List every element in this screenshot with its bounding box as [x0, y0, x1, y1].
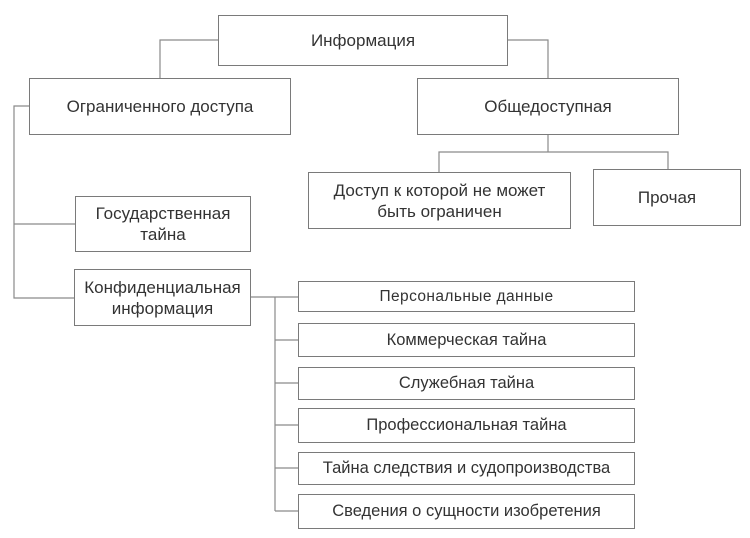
node-confidential: Конфиденциальная информация [74, 269, 251, 326]
node-professional-secret-label: Профессиональная тайна [366, 416, 567, 434]
node-commercial-secret-label: Коммерческая тайна [386, 330, 547, 349]
node-unrestrictable: Доступ к которой не может быть ограничен [308, 172, 571, 229]
node-commercial-secret: Коммерческая тайна [298, 323, 635, 357]
node-state-secret: Государственная тайна [75, 196, 251, 252]
node-other: Прочая [593, 169, 741, 226]
node-professional-secret: Профессиональная тайна [298, 408, 635, 443]
node-information: Информация [218, 15, 508, 66]
node-public-label: Общедоступная [484, 97, 612, 116]
node-other-label: Прочая [637, 188, 697, 207]
node-state-secret-label: Государственная тайна [95, 204, 231, 244]
node-personal-data-label: Персональные данные [379, 288, 554, 305]
connector-restricted-spine [13, 105, 75, 299]
node-personal-data: Персональные данные [298, 281, 635, 312]
connector-root-restricted [159, 39, 218, 78]
node-confidential-label: Конфиденциальная информация [84, 277, 241, 318]
node-restricted-access: Ограниченного доступа [29, 78, 291, 135]
node-official-secret: Служебная тайна [298, 367, 635, 400]
connector-public-left [438, 151, 548, 173]
node-restricted-access-label: Ограниченного доступа [66, 97, 254, 116]
node-invention-info-label: Сведения о сущности изобретения [332, 502, 601, 520]
node-public: Общедоступная [417, 78, 679, 135]
connector-public-right [548, 151, 669, 170]
node-information-label: Информация [310, 31, 416, 50]
node-investigation-secret: Тайна следствия и судопроизводства [298, 452, 635, 485]
node-unrestrictable-label: Доступ к которой не может быть ограничен [333, 180, 546, 221]
node-investigation-secret-label: Тайна следствия и судопроизводства [322, 459, 611, 477]
connector-root-public [507, 39, 549, 78]
node-official-secret-label: Служебная тайна [398, 374, 535, 392]
node-invention-info: Сведения о сущности изобретения [298, 494, 635, 529]
